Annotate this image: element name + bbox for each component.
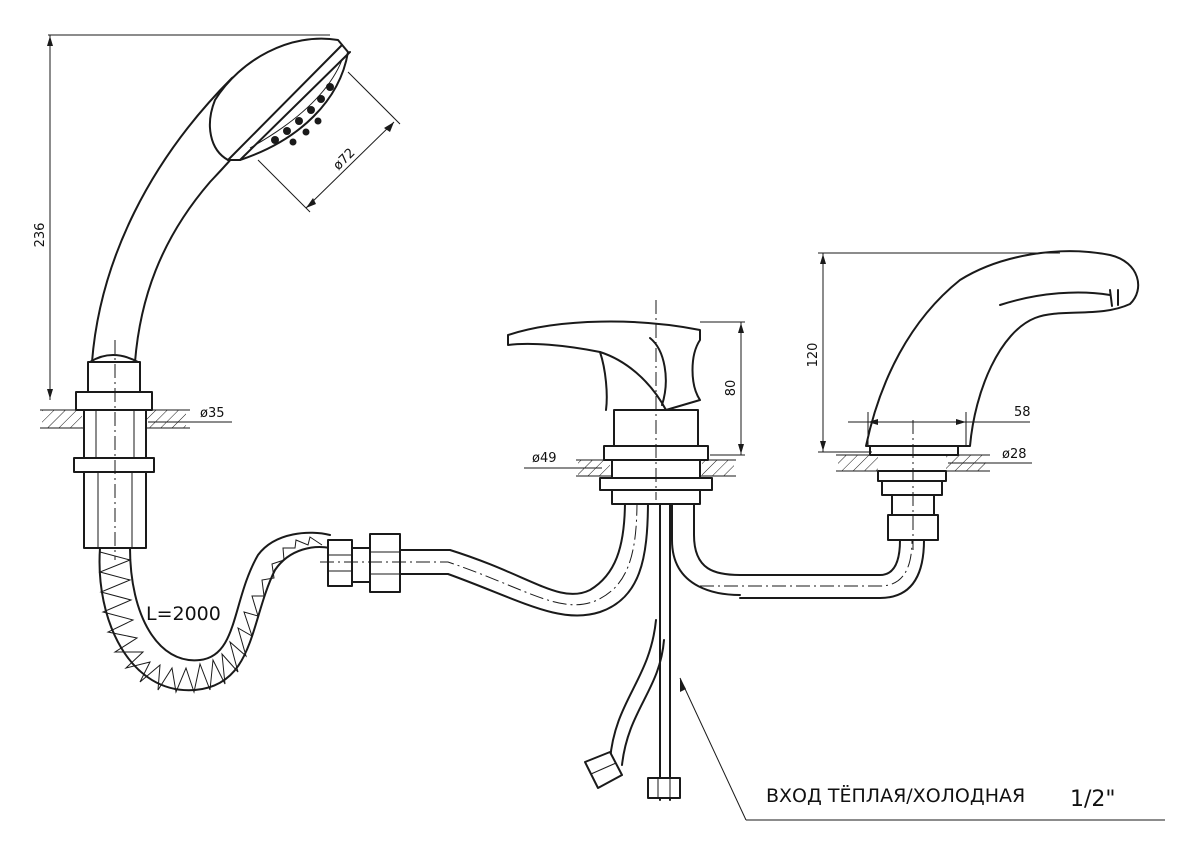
shower-hose: L=2000 [98, 531, 331, 694]
dimension-58: 58 [848, 405, 1031, 446]
hose-outline-outer [98, 546, 331, 692]
dimension-72-label: ø72 [331, 146, 359, 174]
dimension-80-label: 80 [724, 380, 739, 397]
spout-unit: 120 58 ø28 [806, 250, 1140, 550]
dimension-28-label: ø28 [1002, 447, 1027, 462]
mixer-lever [507, 320, 701, 411]
shower-base-body [73, 340, 155, 560]
inlet-label: ВХОД ТЁПЛАЯ/ХОЛОДНАЯ [766, 784, 1025, 807]
dimension-120-label: 120 [806, 343, 821, 368]
dimension-236: 236 [33, 34, 330, 400]
dimension-120: 120 [806, 252, 1060, 453]
inlet-nut-right [647, 777, 681, 799]
dimension-49: ø49 [524, 451, 602, 469]
dimension-28: ø28 [948, 447, 1032, 464]
spout-body [865, 250, 1140, 447]
hose-outline-inner [129, 531, 331, 662]
dimension-236-label: 236 [33, 223, 48, 248]
dimension-49-label: ø49 [532, 451, 557, 466]
shower-head [208, 37, 351, 161]
inlet-hoses [584, 619, 681, 799]
dimension-35: ø35 [148, 406, 232, 423]
shower-deck [40, 409, 190, 429]
hose-spiral [98, 536, 323, 694]
dimension-58-label: 58 [1014, 405, 1031, 420]
shower-nozzles [271, 83, 334, 146]
mixer-unit: 80 ø49 [507, 300, 925, 801]
inlet-callout: ВХОД ТЁПЛАЯ/ХОЛОДНАЯ 1/2" [679, 677, 1165, 821]
dimension-35-label: ø35 [200, 406, 225, 421]
shower-supply-pipe [320, 499, 649, 617]
inlet-nut-left [584, 751, 623, 789]
hose-coupling [327, 533, 401, 593]
hose-length-label: L=2000 [146, 603, 221, 625]
dimension-80: 80 [700, 321, 745, 456]
inlet-thread-label: 1/2" [1070, 787, 1116, 812]
shower-unit: 236 ø72 ø35 [33, 34, 401, 560]
